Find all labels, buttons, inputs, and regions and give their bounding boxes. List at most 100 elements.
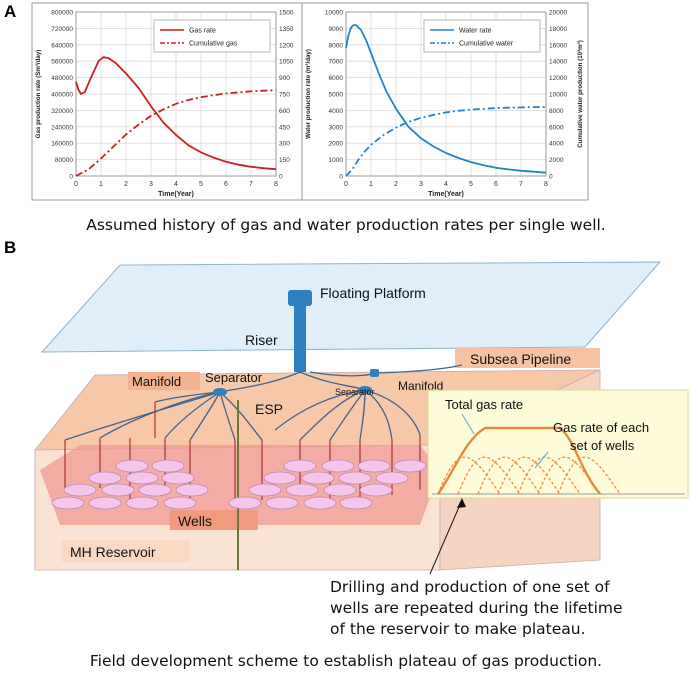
inset-each-line2: set of wells — [570, 438, 635, 453]
plot-area — [345, 11, 547, 177]
plateau-inset — [427, 389, 689, 499]
y-tick-label: 9000 — [329, 26, 344, 33]
set-rate-curves — [437, 456, 621, 495]
y2-tick-label: 0 — [549, 174, 553, 181]
total-arrow — [461, 413, 475, 435]
y2-tick-label: 4000 — [549, 141, 564, 148]
y-tick-label: 720000 — [51, 26, 73, 33]
y2-tick-label: 900 — [279, 75, 290, 82]
note-line-1: Drilling and production of one set of — [330, 578, 610, 596]
inset-total-label: Total gas rate — [445, 397, 523, 412]
y-tick-label: 400000 — [51, 92, 73, 99]
y2-tick-label: 18000 — [549, 26, 567, 33]
note-line-2: wells are repeated during the lifetime — [330, 599, 623, 617]
y-tick-label: 10000 — [325, 10, 343, 17]
x-tick-label: 7 — [249, 181, 253, 188]
x-tick-label: 0 — [344, 181, 348, 188]
x-tick-label: 5 — [199, 181, 203, 188]
series-line-rate — [75, 56, 277, 171]
plot-area — [75, 11, 277, 177]
x-tick-label: 2 — [124, 181, 128, 188]
x-tick-label: 5 — [469, 181, 473, 188]
wells-lines — [64, 402, 421, 505]
series-line-rate — [345, 24, 547, 174]
separator-left-node — [213, 388, 227, 396]
x-tick-label: 1 — [99, 181, 103, 188]
x-tick-label: 0 — [74, 181, 78, 188]
y-tick-label: 560000 — [51, 59, 73, 66]
total-rate-curve — [437, 426, 601, 495]
x-axis-label: Time(Year) — [158, 191, 194, 198]
note-line-3: of the reservoir to make plateau. — [330, 620, 586, 638]
y2-tick-label: 8000 — [549, 108, 564, 115]
y2-tick-label: 20000 — [549, 10, 567, 17]
y2-tick-label: 450 — [279, 124, 290, 131]
each-arrow — [534, 451, 549, 469]
caption-bottom: Field development scheme to establish pl… — [89, 652, 603, 670]
series-line-cumulative — [75, 89, 277, 177]
y2-tick-label: 1350 — [279, 26, 294, 33]
manifold-left-bg — [128, 372, 200, 390]
y2-tick-label: 2000 — [549, 157, 564, 164]
label-esp: ESP — [255, 401, 283, 417]
y-tick-label: 160000 — [51, 141, 73, 148]
gas-chart: 0800001600002400003200004000004800005600… — [31, 2, 319, 201]
x-tick-label: 7 — [519, 181, 523, 188]
y-tick-label: 4000 — [329, 108, 344, 115]
y2-tick-label: 6000 — [549, 124, 564, 131]
caption-top: Assumed history of gas and water product… — [86, 216, 606, 234]
platform-buoy — [288, 290, 312, 306]
y-tick-label: 5000 — [329, 92, 344, 99]
label-separator-right: Separator — [335, 387, 375, 397]
field-development-scheme: Floating Platform Riser Subsea Pipeline … — [34, 261, 689, 575]
x-tick-label: 4 — [444, 181, 448, 188]
x-tick-label: 8 — [274, 181, 278, 188]
legend-box — [153, 19, 271, 53]
y-tick-label: 240000 — [51, 124, 73, 131]
label-riser: Riser — [245, 332, 278, 348]
legend-label: Gas rate — [189, 28, 216, 35]
y2-tick-label: 12000 — [549, 75, 567, 82]
pipeline-bg — [455, 348, 600, 368]
note-pointer-head — [457, 498, 466, 508]
label-separator-left: Separator — [205, 370, 263, 385]
x-tick-label: 8 — [544, 181, 548, 188]
x-tick-label: 3 — [149, 181, 153, 188]
y2-tick-label: 300 — [279, 141, 290, 148]
label-platform: Floating Platform — [320, 285, 426, 301]
y2-tick-label: 1050 — [279, 59, 294, 66]
y2-tick-label: 600 — [279, 108, 290, 115]
wells-bg — [170, 510, 258, 530]
y2-tick-label: 10000 — [549, 92, 567, 99]
reservoir-bg — [62, 540, 190, 562]
plateau-note: Drilling and production of one set of we… — [330, 577, 660, 640]
y-tick-label: 3000 — [329, 124, 344, 131]
x-tick-label: 6 — [224, 181, 228, 188]
x-tick-label: 4 — [174, 181, 178, 188]
water-chart: 0100020003000400050006000700080009000100… — [301, 2, 589, 201]
inset-each-line1: Gas rate of each — [553, 420, 649, 435]
flowlines — [64, 364, 463, 441]
legend-box — [423, 19, 541, 53]
y2-axis-label: Cumulative water production (10³m³) — [577, 40, 584, 148]
y-tick-label: 0 — [69, 174, 73, 181]
y2-tick-label: 1500 — [279, 10, 294, 17]
y-tick-label: 6000 — [329, 75, 344, 82]
x-tick-label: 3 — [419, 181, 423, 188]
y-axis-label: Water production rate (m³/day) — [305, 49, 312, 139]
y2-tick-label: 1200 — [279, 42, 294, 49]
panel-label-b: B — [4, 238, 17, 257]
x-tick-label: 2 — [394, 181, 398, 188]
panel-label-a: A — [4, 2, 17, 21]
y2-tick-label: 14000 — [549, 59, 567, 66]
label-pipeline: Subsea Pipeline — [470, 351, 571, 367]
sea-surface — [40, 261, 662, 353]
y-tick-label: 0 — [339, 174, 343, 181]
riser — [294, 302, 306, 372]
note-pointer — [429, 499, 463, 575]
x-tick-label: 6 — [494, 181, 498, 188]
legend-label: Water rate — [459, 28, 492, 35]
separator-right-node — [358, 386, 372, 394]
y2-tick-label: 150 — [279, 157, 290, 164]
label-manifold-left: Manifold — [132, 374, 181, 389]
